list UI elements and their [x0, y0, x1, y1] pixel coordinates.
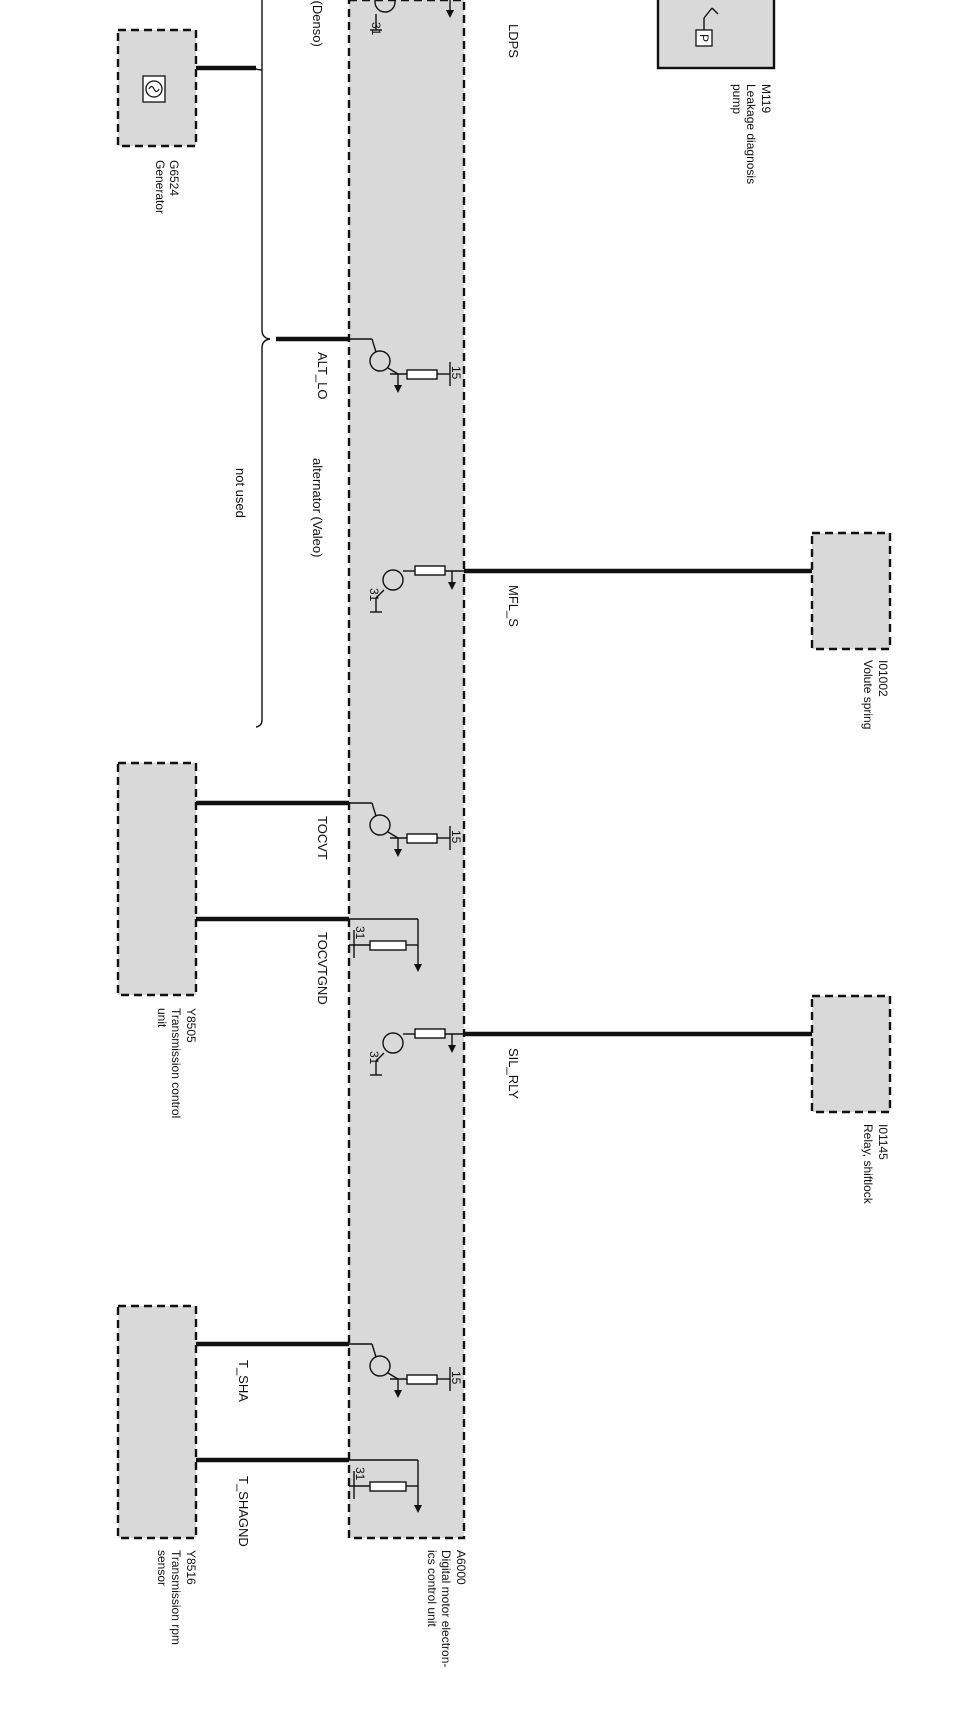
- circuit-t-sha: 15: [349, 1343, 463, 1398]
- transistor-icon: [369, 814, 391, 836]
- signal-label-alt-lo: ALT_LO: [315, 352, 330, 399]
- circuit-t-shagnd: 31: [349, 1459, 422, 1513]
- component-name: ics control unit: [425, 1550, 439, 1627]
- component-name: unit: [155, 1008, 169, 1028]
- component-name: Relay, shiftlock: [861, 1124, 875, 1205]
- signal-label-t-shagnd: T_SHAGND: [236, 1476, 251, 1547]
- circuit-sil-rly: 31: [367, 1028, 464, 1076]
- terminal-15: 15: [449, 1371, 463, 1385]
- control-unit-a6000-box: [347, 0, 466, 1540]
- signal-label-t-sha: T_SHA: [236, 1360, 251, 1402]
- resistor-icon: [406, 1374, 438, 1385]
- component-code: G6524: [167, 160, 181, 196]
- component-name: Generator: [153, 160, 167, 214]
- component-name: Leakage diagnosis: [744, 84, 758, 184]
- svg-text:P: P: [697, 34, 711, 42]
- transistor-icon: [382, 1032, 404, 1054]
- resistor-icon: [406, 369, 438, 380]
- component-code: M119: [759, 84, 773, 113]
- label-i01002: I01002 Volute spring: [861, 660, 890, 729]
- component-code: Y8505: [184, 1008, 198, 1043]
- pump-m119: P: [656, 0, 776, 70]
- component-name: Transmission rpm: [169, 1550, 183, 1645]
- transistor-icon: [369, 1355, 391, 1377]
- component-name: Transmission control: [169, 1008, 183, 1118]
- label-i01145: I01145 Relay, shiftlock: [861, 1124, 890, 1205]
- relay-shiftlock-i01145-box: [810, 994, 892, 1114]
- circuit-tocvtgnd: 31: [349, 918, 422, 972]
- circuit-mfl-s: 31: [367, 565, 464, 613]
- component-code: I01002: [876, 660, 890, 697]
- label-a6000: A6000 Digital motor electron- ics contro…: [425, 1550, 468, 1667]
- component-name: Volute spring: [861, 660, 875, 729]
- transmission-rpm-sensor-y8516-box: [116, 1304, 198, 1540]
- signal-label-tocvt: TOCVT: [315, 816, 330, 860]
- component-name: Digital motor electron-: [439, 1550, 453, 1667]
- circuit-tocvt: 15: [349, 802, 463, 857]
- label-m119: M119 Leakage diagnosis pump: [730, 84, 773, 184]
- not-used-brace: [253, 0, 271, 728]
- label-g6524: G6524 Generator: [153, 160, 181, 214]
- component-code: A6000: [454, 1550, 468, 1585]
- component-code: I01145: [876, 1124, 890, 1160]
- terminal-31: 31: [369, 22, 383, 36]
- component-name: pump: [730, 84, 744, 114]
- resistor-icon: [369, 940, 407, 951]
- pump-m119-box: [656, 0, 776, 70]
- note-alternator-denso: alternator (Denso): [310, 0, 325, 47]
- transmission-control-unit-y8505-box: [116, 761, 198, 997]
- resistor-icon: [414, 565, 446, 576]
- signal-label-sil-rly: SIL_RLY: [506, 1048, 521, 1099]
- generator-icon: [142, 75, 166, 103]
- terminal-31: 31: [367, 1051, 381, 1065]
- terminal-31: 31: [353, 926, 367, 940]
- volute-spring-i01002-box: [810, 531, 892, 651]
- label-y8516: Y8516 Transmission rpm sensor: [155, 1550, 198, 1645]
- resistor-icon: [406, 833, 438, 844]
- terminal-15: 15: [449, 830, 463, 844]
- circuit-ldps: 31: [369, 0, 454, 36]
- transistor-icon: [369, 350, 391, 372]
- terminal-31: 31: [353, 1467, 367, 1481]
- note-alternator-valeo: alternator (Valeo): [310, 458, 325, 557]
- signal-label-mfl-s: MFL_S: [506, 585, 521, 627]
- note-not-used: not used: [233, 468, 248, 518]
- circuit-alt-lo: 15: [349, 338, 463, 393]
- resistor-icon: [414, 1028, 446, 1039]
- generator-g6524: [116, 28, 198, 148]
- signal-label-tocvtgnd: TOCVTGND: [315, 932, 330, 1005]
- transistor-icon: [374, 0, 396, 13]
- terminal-15: 15: [449, 366, 463, 380]
- component-name: sensor: [155, 1550, 169, 1586]
- label-y8505: Y8505 Transmission control unit: [155, 1008, 198, 1118]
- transistor-icon: [382, 569, 404, 591]
- signal-label-ldps: LDPS: [506, 24, 521, 58]
- pump-icon: P: [695, 7, 719, 47]
- terminal-31: 31: [367, 588, 381, 602]
- resistor-icon: [369, 1481, 407, 1492]
- component-code: Y8516: [184, 1550, 198, 1585]
